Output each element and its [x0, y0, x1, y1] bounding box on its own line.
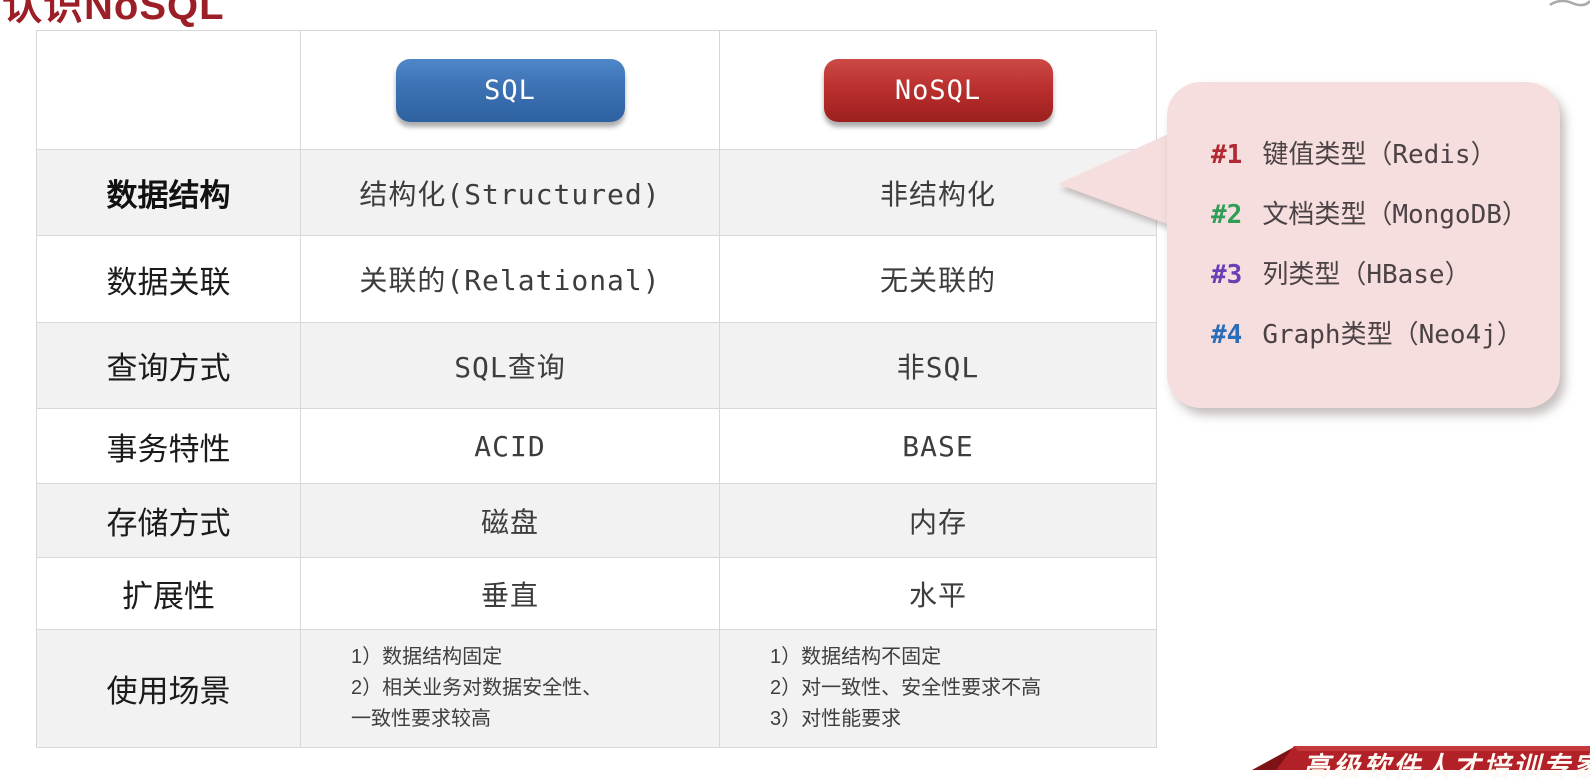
callout-item: #2 文档类型（MongoDB）: [1211, 194, 1550, 231]
callout-tail: [1058, 125, 1188, 228]
row-label: 存储方式: [106, 506, 231, 541]
callout-item: #3 列类型（HBase）: [1211, 254, 1550, 291]
header-nosql-cell: NoSQL: [719, 31, 1156, 149]
row-label: 数据结构: [106, 178, 231, 213]
header-empty-cell: [37, 31, 300, 149]
callout-label: 键值类型（Redis）: [1262, 140, 1497, 170]
callout-label: Graph类型（Neo4j）: [1262, 320, 1523, 350]
sql-value: 结构化(Structured): [300, 150, 719, 235]
sql-value: ACID: [300, 409, 719, 483]
row-label: 查询方式: [106, 351, 231, 386]
table-row: 扩展性 垂直 水平: [37, 557, 1156, 629]
callout-number: #4: [1211, 320, 1243, 350]
table-header-row: SQL NoSQL: [37, 31, 1156, 149]
table-row: 存储方式 磁盘 内存: [37, 483, 1156, 557]
nosql-value: 非结构化: [719, 150, 1156, 235]
page-title: 认识NoSQL: [2, 0, 225, 28]
callout-number: #3: [1211, 260, 1243, 290]
table-row: 数据结构 结构化(Structured) 非结构化: [37, 149, 1156, 235]
callout-item: #1 键值类型（Redis）: [1211, 134, 1550, 171]
callout-label: 列类型（HBase）: [1262, 260, 1471, 290]
table-row: 事务特性 ACID BASE: [37, 408, 1156, 483]
sql-value: SQL查询: [300, 323, 719, 408]
nosql-value: 内存: [719, 484, 1156, 557]
corner-decoration: [1549, 0, 1590, 7]
nosql-value: 水平: [719, 558, 1156, 629]
footer-ribbon: [1252, 746, 1590, 770]
row-label: 扩展性: [122, 579, 215, 614]
nosql-value: 1）数据结构不固定 2）对一致性、安全性要求不高 3）对性能要求: [719, 630, 1156, 747]
sql-badge: SQL: [395, 58, 625, 122]
header-sql-cell: SQL: [300, 31, 719, 149]
callout-number: #2: [1211, 200, 1243, 230]
nosql-badge: NoSQL: [823, 58, 1053, 122]
nosql-value: 非SQL: [719, 323, 1156, 408]
nosql-types-callout: #1 键值类型（Redis） #2 文档类型（MongoDB） #3 列类型（H…: [1167, 82, 1560, 408]
callout-label: 文档类型（MongoDB）: [1262, 200, 1528, 230]
nosql-value: 无关联的: [719, 236, 1156, 322]
sql-value: 关联的(Relational): [300, 236, 719, 322]
table-row: 使用场景 1）数据结构固定 2）相关业务对数据安全性、 一致性要求较高 1）数据…: [37, 629, 1156, 747]
sql-value: 磁盘: [300, 484, 719, 557]
footer-banner-text: 高级软件人才培训专家: [1303, 752, 1590, 782]
callout-item: #4 Graph类型（Neo4j）: [1211, 314, 1550, 351]
row-label: 数据关联: [106, 264, 231, 300]
table-row: 查询方式 SQL查询 非SQL: [37, 322, 1156, 408]
sql-nosql-comparison-table: SQL NoSQL 数据结构 结构化(Structured) 非结构化 数据关联…: [36, 30, 1157, 748]
callout-number: #1: [1211, 140, 1243, 170]
sql-value: 1）数据结构固定 2）相关业务对数据安全性、 一致性要求较高: [300, 630, 719, 747]
row-label: 事务特性: [106, 431, 231, 467]
nosql-value: BASE: [719, 409, 1156, 483]
table-row: 数据关联 关联的(Relational) 无关联的: [37, 235, 1156, 322]
row-label: 使用场景: [106, 674, 231, 709]
sql-value: 垂直: [300, 558, 719, 629]
